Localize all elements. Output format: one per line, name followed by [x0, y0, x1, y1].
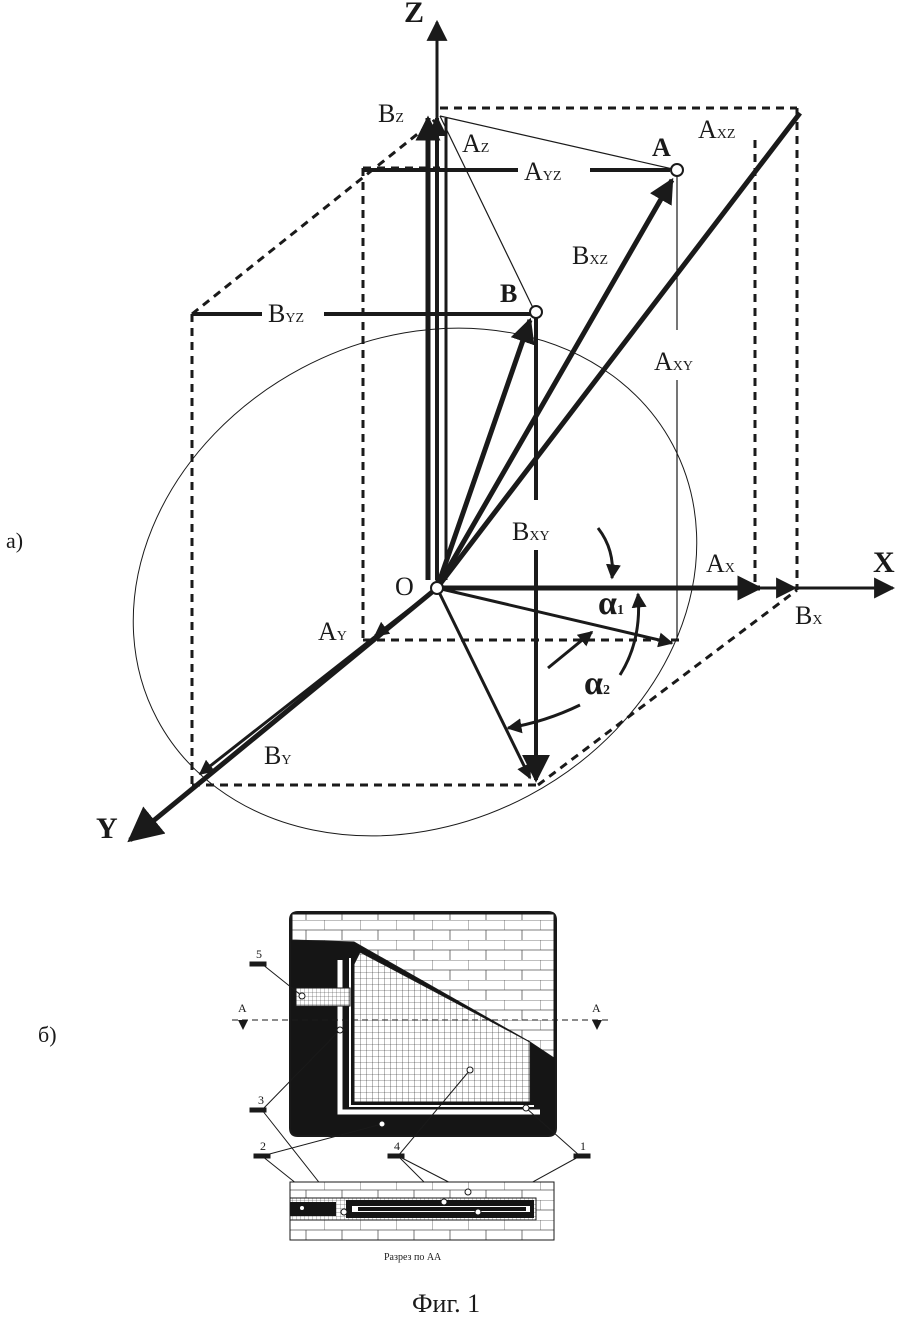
alpha2-main: α	[584, 665, 603, 702]
point-b-marker	[530, 306, 542, 318]
callout-3: 3	[258, 1093, 264, 1107]
alpha1-main: α	[598, 585, 617, 622]
ayz-sub: YZ	[543, 169, 562, 184]
callout-4: 4	[394, 1139, 400, 1153]
point-a-label: A	[652, 133, 671, 162]
oa-line-extension	[437, 113, 800, 588]
svg-text:BXZ: BXZ	[572, 241, 608, 270]
svg-text:AZ: AZ	[462, 129, 489, 158]
point-a-marker	[671, 164, 683, 176]
axes	[130, 22, 893, 840]
svg-text:AY: AY	[318, 617, 347, 646]
callout-5: 5	[256, 947, 262, 961]
az-sub: Z	[481, 141, 490, 156]
part-b-label: б)	[38, 1022, 57, 1047]
axy-sub: XY	[673, 359, 693, 374]
ax-main: A	[706, 549, 725, 578]
origin-label: O	[395, 572, 414, 601]
angle-arcs	[508, 528, 639, 728]
byz-sub: YZ	[285, 311, 304, 326]
axz-main: A	[698, 115, 717, 144]
ax-sub: X	[725, 561, 735, 576]
bx-sub: X	[812, 613, 822, 628]
section-caption: Разрез по АА	[384, 1252, 442, 1263]
y-axis-label: Y	[96, 812, 118, 845]
main-vectors	[200, 180, 795, 778]
svg-text:BZ: BZ	[378, 99, 404, 128]
alpha2-sub: 2	[603, 683, 610, 698]
callout-1: 1	[580, 1139, 586, 1153]
x-axis-label: X	[873, 546, 895, 579]
bxy-sub: XY	[529, 529, 549, 544]
alpha1-sub: 1	[617, 603, 624, 618]
bxy-main: B	[512, 517, 529, 546]
bxz-sub: XZ	[589, 253, 608, 268]
bx-main: B	[795, 601, 812, 630]
byz-main: B	[268, 299, 285, 328]
z-components	[428, 118, 446, 580]
by-sub: Y	[281, 753, 291, 768]
svg-text:AX: AX	[706, 549, 735, 578]
axy-main: A	[654, 347, 673, 376]
section-a-right: A	[592, 1001, 601, 1015]
point-b-label: B	[500, 279, 517, 308]
svg-text:BX: BX	[795, 601, 822, 630]
svg-text:BY: BY	[264, 741, 291, 770]
svg-text:α2: α2	[584, 665, 610, 702]
device-diagram: б) A A	[38, 912, 610, 1263]
svg-text:α1: α1	[598, 585, 624, 622]
bz-sub: Z	[395, 111, 404, 126]
ayz-main: A	[524, 157, 543, 186]
az-main: A	[462, 129, 481, 158]
z-axis-label: Z	[404, 0, 424, 29]
bxz-main: B	[572, 241, 589, 270]
part-a-label: а)	[6, 528, 23, 553]
ay-main: A	[318, 617, 337, 646]
bz-main: B	[378, 99, 395, 128]
cross-section	[290, 1182, 554, 1240]
by-main: B	[264, 741, 281, 770]
vector-diagram: Z X Y O A B BZ AZ AXZ AYZ BXZ BYZ AXY BX…	[6, 0, 895, 933]
figure-caption: Фиг. 1	[412, 1289, 480, 1318]
callout-2: 2	[260, 1139, 266, 1153]
svg-text:AXZ: AXZ	[698, 115, 735, 144]
section-a-left: A	[238, 1001, 247, 1015]
origin-marker	[431, 582, 443, 594]
dashed-box	[192, 108, 797, 785]
ay-sub: Y	[337, 629, 347, 644]
axz-sub: XZ	[717, 127, 736, 142]
